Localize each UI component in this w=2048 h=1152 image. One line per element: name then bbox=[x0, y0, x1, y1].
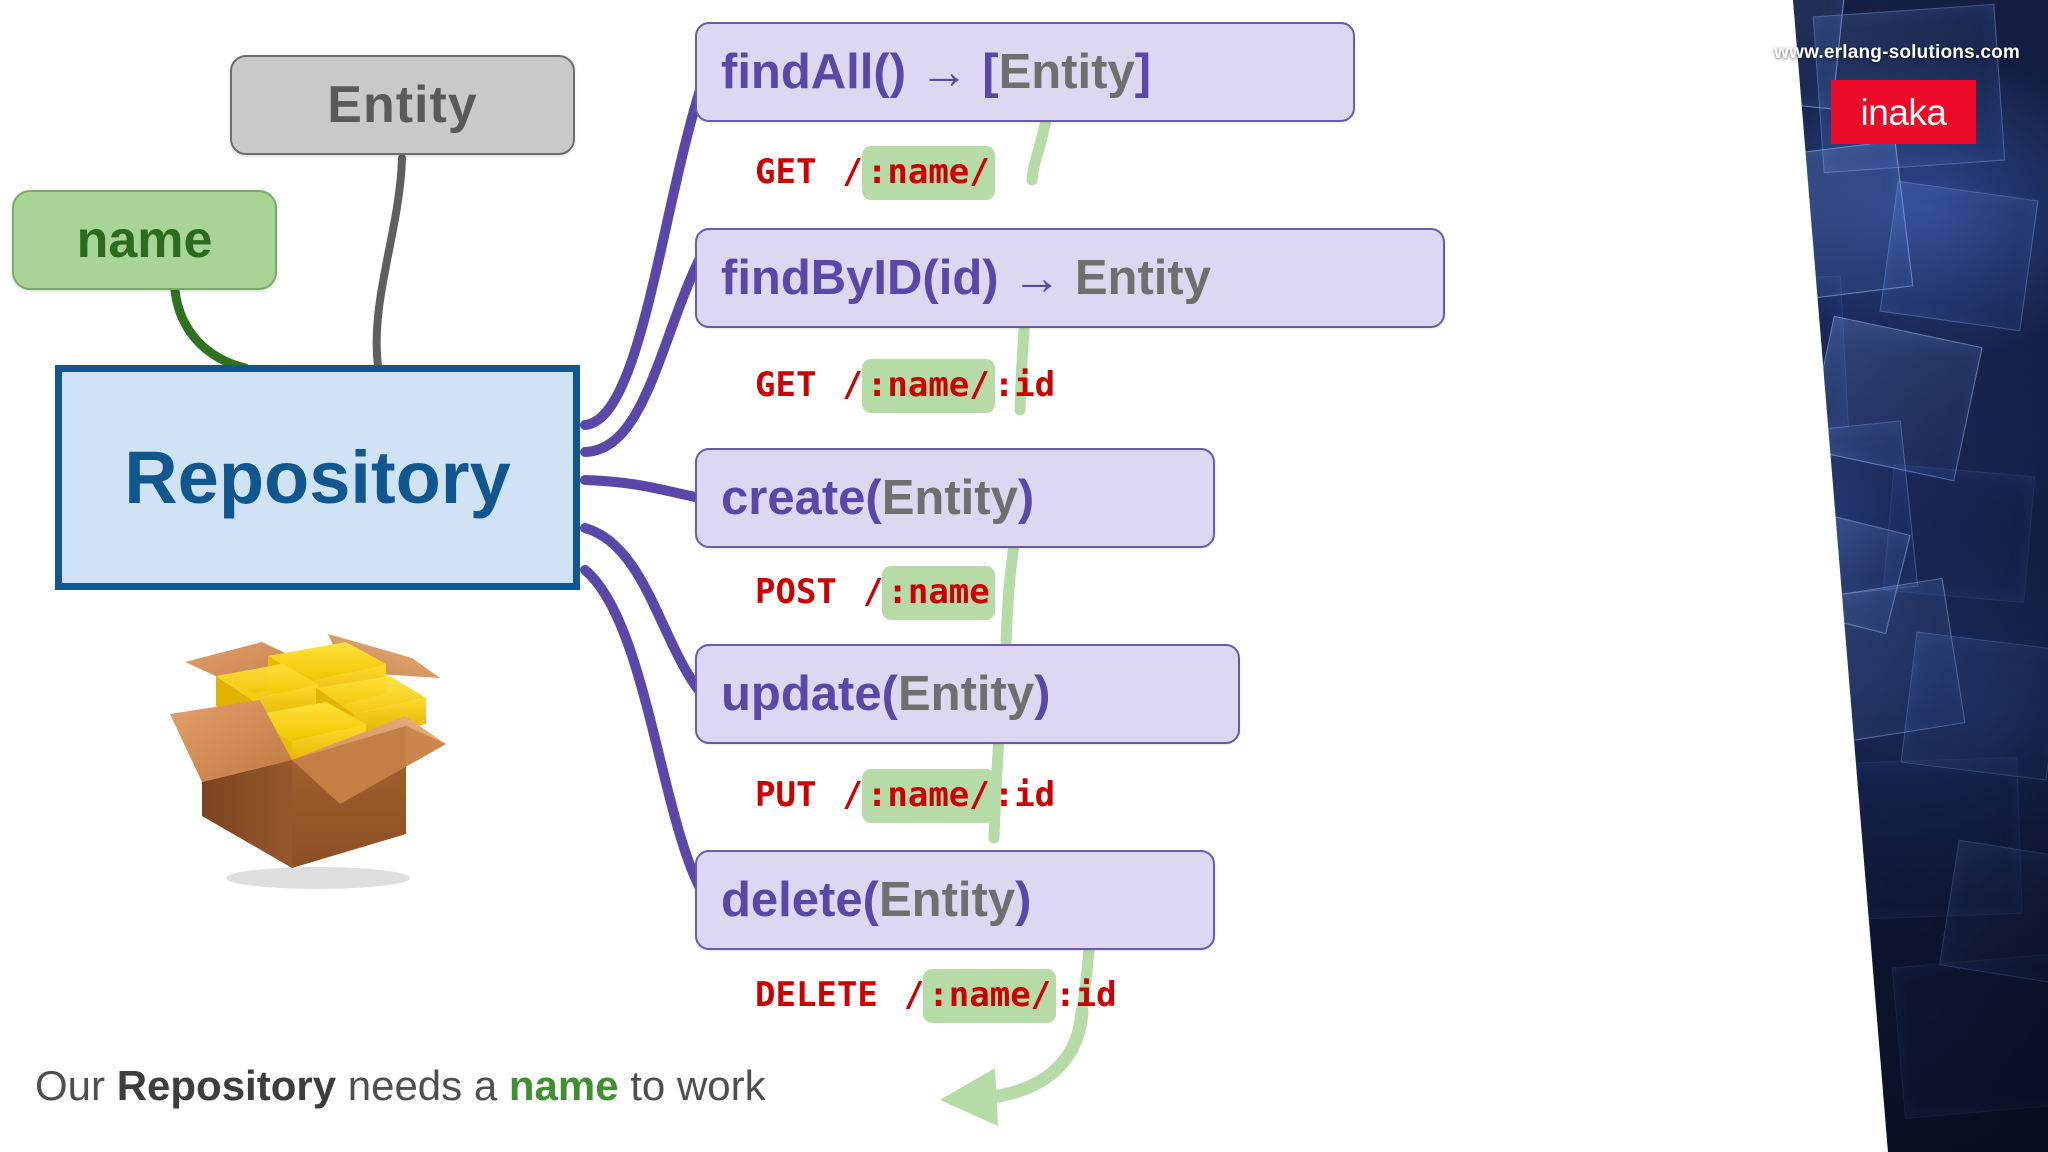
inaka-logo: inaka bbox=[1831, 80, 1976, 144]
paren-close-4: ) bbox=[1015, 872, 1032, 927]
route-prefix-3: / bbox=[842, 775, 863, 815]
route-suffix-3: :id bbox=[993, 775, 1056, 815]
inaka-logo-text: inaka bbox=[1860, 91, 1947, 133]
route-suffix-4: :id bbox=[1055, 975, 1117, 1015]
name-spine-1 bbox=[1026, 114, 1052, 186]
route-prefix-1: / bbox=[842, 365, 863, 405]
connector-repo-delete bbox=[580, 565, 705, 893]
paren-close-2: ) bbox=[1017, 470, 1035, 525]
method-box-findall[interactable]: findAll() → [Entity] bbox=[695, 22, 1355, 122]
name-spine-3 bbox=[1000, 539, 1020, 651]
method-box-findbyid[interactable]: findByID(id) → Entity bbox=[695, 228, 1445, 328]
method-box-update[interactable]: update(Entity) bbox=[695, 644, 1240, 744]
method-box-create-label: create(Entity) bbox=[721, 470, 1035, 525]
method-return-findbyid: Entity bbox=[1074, 250, 1211, 305]
method-box-update-label: update(Entity) bbox=[721, 666, 1051, 721]
route-prefix-2: / bbox=[862, 572, 884, 612]
method-box-findall-label: findAll() → [Entity] bbox=[721, 44, 1152, 99]
connector-repo-findall bbox=[580, 85, 705, 430]
green-curved-arrow-shaft bbox=[978, 1005, 1089, 1105]
method-box-create[interactable]: create(Entity) bbox=[695, 448, 1215, 548]
method-box-delete-label: delete(Entity) bbox=[721, 872, 1032, 927]
method-return-findall: [Entity] bbox=[982, 44, 1152, 99]
method-box-delete[interactable]: delete(Entity) bbox=[695, 850, 1215, 950]
connector-name-repository bbox=[170, 286, 250, 373]
method-name-create: create bbox=[721, 470, 866, 525]
node-repository[interactable]: Repository bbox=[55, 365, 580, 590]
route-prefix-4: / bbox=[903, 975, 925, 1015]
route-param-1: :name/ bbox=[861, 359, 995, 413]
node-name[interactable]: name bbox=[12, 190, 277, 290]
caption-pre: Our bbox=[35, 1062, 117, 1109]
method-arg-update: Entity bbox=[897, 666, 1035, 721]
method-name-findall: findAll() bbox=[721, 44, 907, 99]
route-verb-0: GET bbox=[755, 152, 817, 192]
route-row-get-all: GET /:name/ bbox=[755, 146, 995, 200]
route-verb-4: DELETE bbox=[755, 975, 878, 1015]
route-param-2: :name bbox=[882, 566, 995, 620]
method-arg-create: Entity bbox=[881, 470, 1018, 525]
connector-repo-update bbox=[580, 523, 705, 697]
route-row-delete: DELETE /:name/:id bbox=[755, 969, 1117, 1023]
arrow-glyph-1: → bbox=[1012, 250, 1062, 305]
route-row-put: PUT /:name/:id bbox=[755, 769, 1056, 823]
method-box-findbyid-label: findByID(id) → Entity bbox=[721, 250, 1211, 305]
route-row-get-one: GET /:name/:id bbox=[755, 359, 1056, 413]
method-name-delete: delete bbox=[721, 872, 863, 927]
caption-post: to work bbox=[618, 1062, 766, 1109]
route-param-3: :name/ bbox=[861, 769, 995, 823]
caption-mid: needs a bbox=[336, 1062, 509, 1109]
node-entity-label: Entity bbox=[327, 76, 478, 134]
route-param-4: :name/ bbox=[923, 969, 1057, 1023]
paren-open-2: ( bbox=[865, 470, 882, 525]
arrow-glyph-0: → bbox=[919, 44, 969, 99]
paren-close-3: ) bbox=[1034, 666, 1051, 721]
method-name-update: update bbox=[721, 666, 882, 721]
route-verb-2: POST bbox=[755, 572, 837, 612]
caption-bold: Repository bbox=[116, 1062, 337, 1109]
route-row-post: POST /:name bbox=[755, 566, 995, 620]
method-arg-delete: Entity bbox=[878, 872, 1016, 927]
green-curved-arrow-head bbox=[940, 1068, 998, 1126]
connector-repo-findbyid bbox=[580, 253, 705, 457]
route-prefix-0: / bbox=[842, 152, 863, 192]
company-url: www.erlang-solutions.com bbox=[1774, 42, 2020, 63]
caption-green: name bbox=[508, 1062, 619, 1109]
route-suffix-1: :id bbox=[993, 365, 1056, 405]
decorative-side-panel bbox=[1793, 0, 2048, 1152]
slide-caption: Our Repository needs a name to work bbox=[35, 1065, 766, 1107]
connector-entity-repository bbox=[372, 154, 406, 370]
route-verb-1: GET bbox=[755, 365, 817, 405]
method-name-findbyid: findByID(id) bbox=[721, 250, 999, 305]
route-verb-3: PUT bbox=[755, 775, 817, 815]
connector-repo-create bbox=[580, 475, 705, 503]
route-param-0: :name/ bbox=[861, 146, 995, 200]
paren-open-3: ( bbox=[881, 666, 898, 721]
open-cardboard-box-icon bbox=[170, 634, 446, 889]
node-name-label: name bbox=[76, 211, 213, 269]
node-repository-label: Repository bbox=[124, 436, 511, 519]
node-entity[interactable]: Entity bbox=[230, 55, 575, 155]
paren-open-4: ( bbox=[862, 872, 879, 927]
